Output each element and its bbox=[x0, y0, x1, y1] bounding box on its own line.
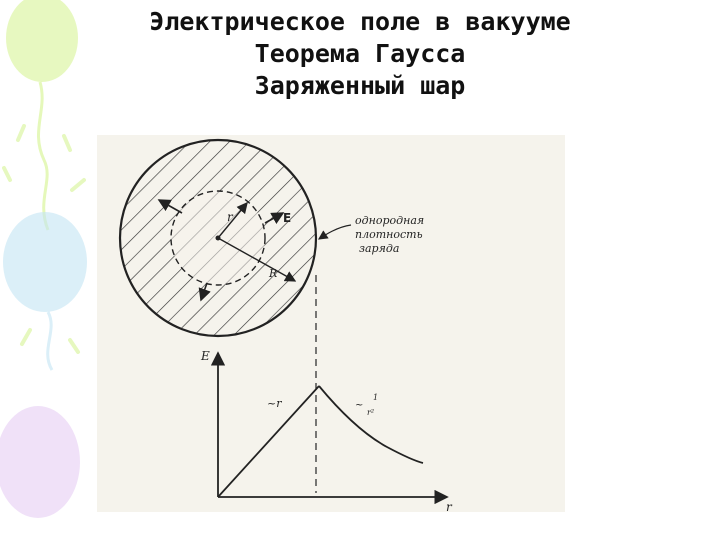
slide-title: Электрическое поле в вакууме Теорема Гау… bbox=[40, 6, 680, 102]
field-arrow-right bbox=[264, 212, 285, 225]
figure-drawing: r R E однородная плотность заряда E r ~r… bbox=[118, 138, 453, 512]
sphere-outline bbox=[118, 138, 318, 338]
field-arrow-down bbox=[198, 282, 211, 302]
charged-sphere: r R E bbox=[118, 138, 318, 338]
field-e-label: E bbox=[283, 211, 291, 225]
annotation-line-2: плотность bbox=[355, 228, 423, 241]
small-radius-arrow bbox=[217, 201, 248, 239]
graph-x-label: r bbox=[446, 500, 453, 512]
title-line-1: Электрическое поле в вакууме bbox=[149, 7, 571, 36]
big-radius-arrow bbox=[217, 237, 297, 282]
annotation-leader bbox=[318, 224, 352, 240]
inner-law-label: ~r bbox=[267, 397, 282, 410]
figure-panel: r R E однородная плотность заряда E r ~r… bbox=[97, 135, 565, 512]
title-line-2: Теорема Гаусса bbox=[254, 39, 466, 68]
small-r-label: r bbox=[227, 210, 234, 224]
outer-law-tilde: ~ bbox=[355, 400, 363, 411]
big-r-label: R bbox=[268, 267, 277, 280]
blue-balloon bbox=[3, 212, 87, 312]
field-graph: E r ~r ~ 1 r² bbox=[200, 349, 453, 512]
outer-field-curve bbox=[318, 385, 424, 464]
annotation-line-3: заряда bbox=[359, 242, 399, 255]
outer-law-denominator: r² bbox=[367, 408, 374, 417]
outer-law-numerator: 1 bbox=[373, 393, 378, 402]
purple-balloon bbox=[0, 406, 80, 518]
green-balloon-top bbox=[6, 0, 78, 82]
title-line-3: Заряженный шар bbox=[254, 71, 466, 100]
inner-field-line bbox=[217, 385, 320, 498]
graph-y-label: E bbox=[200, 349, 210, 363]
field-arrow-left bbox=[157, 199, 183, 214]
charge-density-annotation: однородная плотность заряда bbox=[318, 214, 424, 255]
annotation-line-1: однородная bbox=[355, 214, 424, 227]
